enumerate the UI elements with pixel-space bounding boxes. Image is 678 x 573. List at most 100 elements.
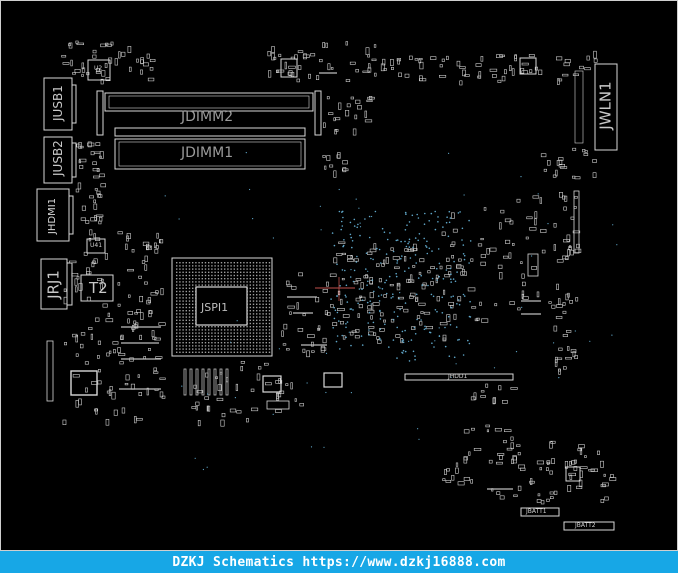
bga-ball xyxy=(208,329,210,331)
smd-pad xyxy=(126,235,129,242)
bga-ball xyxy=(224,348,226,350)
bga-ball xyxy=(179,319,181,321)
bga-ball xyxy=(246,326,248,328)
smd-pad xyxy=(398,72,402,77)
bga-ball xyxy=(262,306,264,309)
smd-pad xyxy=(534,66,539,71)
via xyxy=(468,219,470,222)
bga-ball xyxy=(188,306,191,309)
bga-ball xyxy=(192,316,194,318)
bga-ball xyxy=(204,271,207,273)
smd-pad xyxy=(288,65,296,69)
smd-pad xyxy=(220,419,225,427)
smd-pad xyxy=(555,56,563,61)
smd-pad xyxy=(302,313,306,317)
via xyxy=(334,309,337,312)
smd-pad xyxy=(331,67,334,70)
smd-pad xyxy=(78,142,82,149)
bga-ball xyxy=(176,322,178,325)
smd-pad xyxy=(367,331,374,336)
smd-pad xyxy=(113,349,116,354)
via xyxy=(342,216,344,219)
bga-ball xyxy=(246,281,248,283)
smd-pad xyxy=(97,340,101,345)
via xyxy=(404,240,406,243)
bga-ball xyxy=(224,342,226,344)
smd-pad xyxy=(446,257,450,262)
smd-pad xyxy=(354,335,360,339)
via xyxy=(431,277,434,280)
via xyxy=(340,220,343,223)
smd-pad xyxy=(554,359,558,367)
via xyxy=(467,339,469,342)
bga-ball xyxy=(249,300,251,302)
smd-pad xyxy=(548,301,552,304)
bga-ball xyxy=(179,351,181,353)
bga-ball xyxy=(195,348,197,350)
via xyxy=(360,335,363,337)
bga-ball xyxy=(256,306,258,309)
smd-pad xyxy=(356,105,362,110)
smd-pad xyxy=(97,193,101,198)
via xyxy=(207,393,209,395)
via xyxy=(441,312,444,314)
smd-pad xyxy=(480,390,485,393)
smd-pad xyxy=(193,384,197,389)
bga-ball xyxy=(256,348,258,350)
smd-pad xyxy=(302,54,310,58)
bga-ball xyxy=(176,290,178,293)
via xyxy=(408,267,410,269)
smd-pad xyxy=(367,96,375,100)
via xyxy=(417,239,420,242)
via xyxy=(367,270,369,272)
via xyxy=(521,306,523,308)
via xyxy=(428,331,431,334)
bga-ball xyxy=(236,335,239,337)
smd-pad xyxy=(111,391,116,400)
via xyxy=(366,301,369,304)
bga-ball xyxy=(214,338,216,341)
via xyxy=(338,320,340,322)
bga-ball xyxy=(179,297,181,299)
smd-pad xyxy=(512,455,517,461)
smd-pad xyxy=(546,461,550,465)
smd-pad xyxy=(281,330,284,337)
bga-ball xyxy=(268,319,271,321)
bga-ball xyxy=(249,274,251,277)
smd-pad xyxy=(276,392,279,399)
bga-ball xyxy=(179,262,181,264)
bga-ball xyxy=(204,265,207,267)
bga-ball xyxy=(182,281,184,283)
smd-pad xyxy=(563,239,570,243)
smd-pad xyxy=(415,296,419,302)
via xyxy=(412,350,415,353)
smd-pad xyxy=(273,56,277,60)
hdmi-label: JHDMI1 xyxy=(47,197,58,235)
bga-ball xyxy=(195,265,197,267)
smd-pad xyxy=(601,482,609,487)
via xyxy=(399,308,401,311)
smd-pad xyxy=(319,58,323,63)
bga-ball xyxy=(188,271,191,273)
via xyxy=(333,244,336,247)
bga-ball xyxy=(198,262,200,264)
smd-pad xyxy=(144,255,148,262)
bga-ball xyxy=(208,348,210,350)
bga-ball xyxy=(192,294,194,296)
bga-ball xyxy=(233,265,235,267)
bga-ball xyxy=(236,268,239,270)
smd-pad xyxy=(549,496,554,500)
via xyxy=(365,268,367,270)
bga-ball xyxy=(182,316,184,318)
smd-pad xyxy=(354,114,358,120)
smd-pad xyxy=(335,129,339,132)
bga-ball xyxy=(240,274,242,277)
via xyxy=(325,391,327,394)
via xyxy=(449,267,452,270)
via xyxy=(426,240,428,243)
smd-pad xyxy=(565,256,569,260)
via xyxy=(463,258,466,261)
via xyxy=(461,227,464,230)
bga-ball xyxy=(249,322,251,325)
smd-pad xyxy=(106,390,110,394)
